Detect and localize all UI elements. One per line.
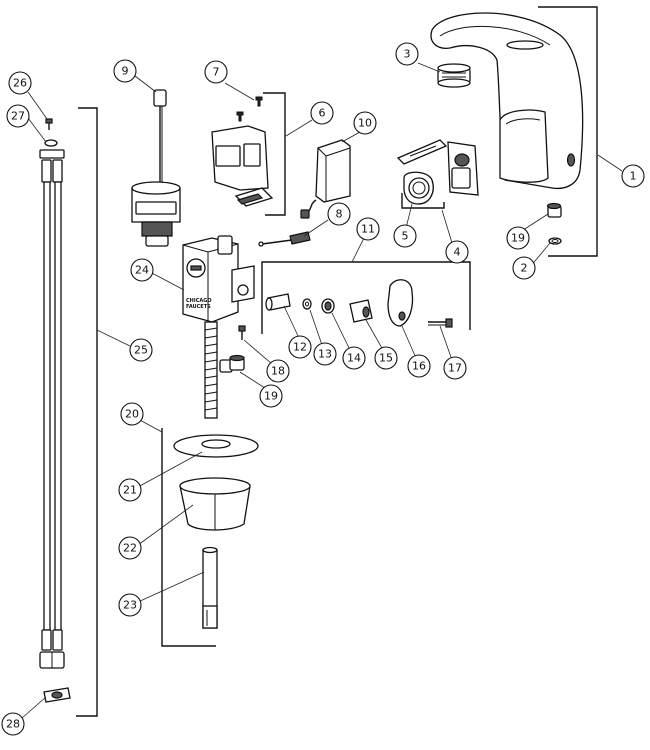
callout-4: 4 xyxy=(445,240,469,264)
o-ring-2 xyxy=(548,237,562,245)
callout-2: 2 xyxy=(512,256,536,280)
callout-20: 20 xyxy=(120,402,144,426)
part-15-adapter xyxy=(349,299,373,323)
leader-lines xyxy=(21,62,623,719)
callout-11: 11 xyxy=(356,217,380,241)
svg-text:11: 11 xyxy=(361,223,375,236)
svg-text:3: 3 xyxy=(404,48,411,61)
escutcheon-22 xyxy=(179,477,251,531)
svg-text:16: 16 xyxy=(412,360,426,373)
control-module: CHICAGO FAUCETS xyxy=(182,235,255,419)
callout-9: 9 xyxy=(113,59,137,83)
callout-10: 10 xyxy=(353,111,377,135)
callout-5: 5 xyxy=(393,224,417,248)
callout-7: 7 xyxy=(204,60,228,84)
svg-text:7: 7 xyxy=(213,66,220,79)
svg-text:13: 13 xyxy=(318,348,332,361)
callout-12: 12 xyxy=(288,335,312,359)
callout-28: 28 xyxy=(1,712,25,736)
svg-text:19: 19 xyxy=(264,390,278,403)
callout-19-lower: 19 xyxy=(259,384,283,408)
callout-18: 18 xyxy=(266,359,290,383)
sensor-window-ring xyxy=(403,171,434,205)
svg-text:22: 22 xyxy=(123,542,137,555)
svg-text:10: 10 xyxy=(358,117,372,130)
callout-6: 6 xyxy=(310,101,334,125)
part-14-nut xyxy=(321,298,335,314)
svg-text:24: 24 xyxy=(135,264,149,277)
svg-text:15: 15 xyxy=(379,352,393,365)
svg-text:26: 26 xyxy=(13,77,27,90)
spout-body xyxy=(430,12,584,190)
svg-text:17: 17 xyxy=(448,362,462,375)
bracket-mounting-hardware xyxy=(161,428,216,647)
svg-text:25: 25 xyxy=(134,344,148,357)
callout-24: 24 xyxy=(130,258,154,282)
svg-text:9: 9 xyxy=(122,65,129,78)
callouts: 1 2 3 4 5 6 7 8 9 10 11 12 13 14 15 16 1… xyxy=(1,42,645,736)
screw-18 xyxy=(238,325,246,340)
cap-19-upper xyxy=(546,202,562,218)
svg-text:18: 18 xyxy=(271,365,285,378)
svg-text:28: 28 xyxy=(6,718,20,731)
part-16-cover xyxy=(387,279,414,327)
mounting-screws xyxy=(236,96,263,122)
callout-23: 23 xyxy=(118,593,142,617)
svg-text:6: 6 xyxy=(319,107,326,120)
supply-hoses xyxy=(39,149,65,669)
callout-3: 3 xyxy=(395,42,419,66)
callout-8: 8 xyxy=(327,202,351,226)
svg-text:1: 1 xyxy=(630,170,637,183)
mounting-clip xyxy=(211,125,274,207)
bracket-supply-hoses xyxy=(76,107,98,717)
cap-19-lower xyxy=(219,354,245,373)
callout-27: 27 xyxy=(6,104,30,128)
svg-text:8: 8 xyxy=(336,208,343,221)
callout-22: 22 xyxy=(118,536,142,560)
svg-text:20: 20 xyxy=(125,408,139,421)
callout-17: 17 xyxy=(443,356,467,380)
callout-14: 14 xyxy=(342,346,366,370)
svg-text:4: 4 xyxy=(454,246,461,259)
svg-text:27: 27 xyxy=(11,110,25,123)
bracket-sensor-window xyxy=(401,193,445,209)
bracket-spout-assembly xyxy=(538,6,598,257)
solenoid-with-cable xyxy=(131,89,181,247)
callout-21: 21 xyxy=(118,478,142,502)
callout-15: 15 xyxy=(374,346,398,370)
svg-text:21: 21 xyxy=(123,484,137,497)
aerator xyxy=(437,63,471,88)
part-17-bolt xyxy=(428,318,453,328)
probe-tool xyxy=(258,231,311,247)
brand-mark-line2: FAUCETS xyxy=(186,304,211,310)
callout-26: 26 xyxy=(8,71,32,95)
part-13-washer xyxy=(302,298,312,310)
svg-text:5: 5 xyxy=(402,230,409,243)
callout-1: 1 xyxy=(621,164,645,188)
washer-27 xyxy=(44,139,58,147)
svg-text:19: 19 xyxy=(511,232,525,245)
screw-26 xyxy=(45,118,53,130)
bracket-small-parts xyxy=(261,261,471,334)
callout-25: 25 xyxy=(129,338,153,362)
callout-13: 13 xyxy=(313,342,337,366)
sensor-housing xyxy=(396,139,479,196)
battery-box xyxy=(300,139,351,219)
nut-28 xyxy=(43,687,71,703)
brand-mark-line1: CHICAGO xyxy=(186,298,212,304)
callout-16: 16 xyxy=(407,354,431,378)
plate-21 xyxy=(173,434,259,458)
svg-text:23: 23 xyxy=(123,599,137,612)
svg-text:14: 14 xyxy=(347,352,361,365)
part-12-sleeve xyxy=(265,293,291,311)
svg-text:2: 2 xyxy=(521,262,528,275)
bracket-mounting-clip xyxy=(263,92,286,216)
shank-23 xyxy=(202,546,218,629)
callout-19-upper: 19 xyxy=(506,226,530,250)
svg-text:12: 12 xyxy=(293,341,307,354)
